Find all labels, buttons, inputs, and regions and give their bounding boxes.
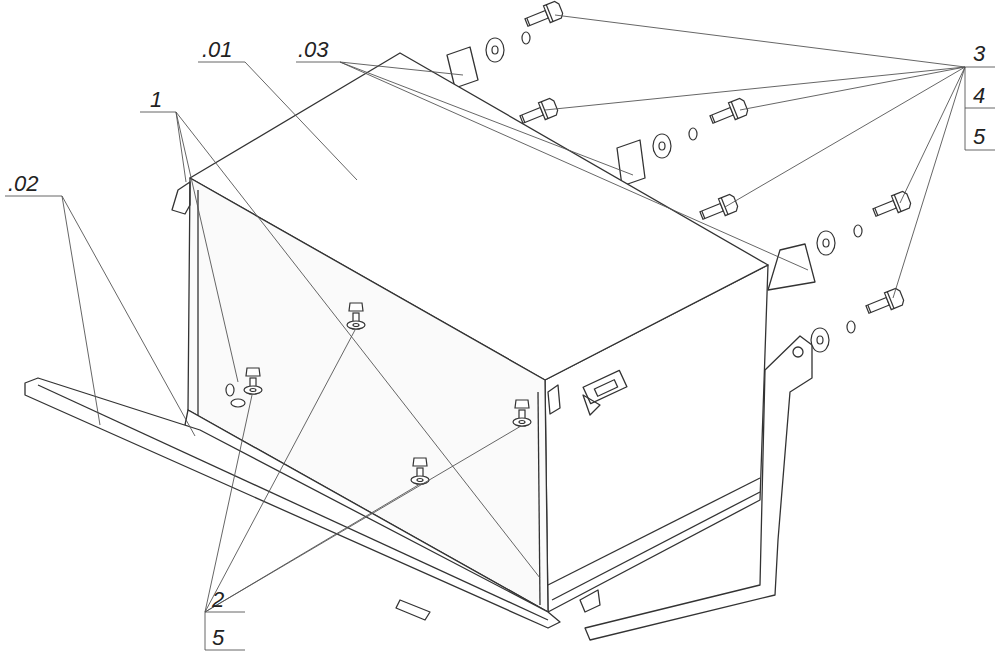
callout-number: .03	[298, 38, 329, 62]
callout-number: 5	[973, 125, 985, 149]
fasteners	[226, 0, 912, 484]
callout-number: 5	[212, 626, 224, 650]
callout-number: .02	[8, 172, 39, 196]
callout-number: 2	[212, 588, 224, 612]
callout-number: 4	[973, 84, 985, 108]
leader-lines	[5, 15, 995, 650]
callout-number: 1	[150, 88, 162, 112]
toolbox	[25, 47, 815, 640]
callout-number: 3	[973, 42, 985, 66]
callout-number: .01	[202, 38, 233, 62]
